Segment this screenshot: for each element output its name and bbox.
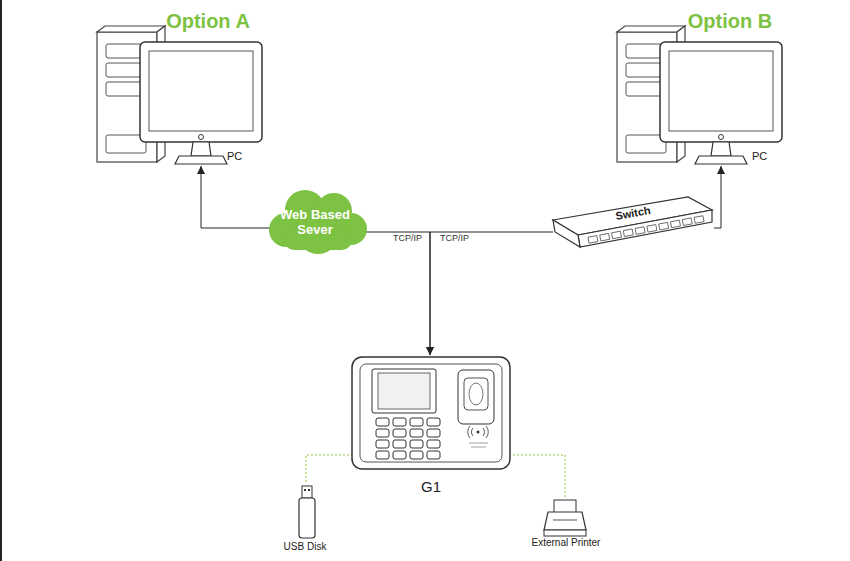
peripheral-link <box>306 455 353 483</box>
device-label: Switch <box>593 200 674 226</box>
device-node: Option B PC <box>610 8 790 166</box>
device-label: USB Disk <box>275 541 335 553</box>
device-label: Web Based Sever <box>273 208 357 238</box>
device-node: External Printer <box>520 498 612 554</box>
device-node: Web Based Sever <box>273 203 357 247</box>
device-node: Switch <box>553 196 714 248</box>
device-label: External Printer <box>520 537 612 549</box>
pc-illustration <box>617 26 782 164</box>
device-label: G1 <box>405 478 457 495</box>
network-connector <box>357 232 430 355</box>
frame-line <box>0 0 2 561</box>
device-node: Option A PC <box>90 8 270 166</box>
protocol-label: TCP/IP <box>386 234 422 244</box>
pc-illustration <box>97 26 262 164</box>
printer-illustration <box>544 500 586 536</box>
switch-illustration <box>553 197 712 247</box>
peripheral-link <box>509 455 565 498</box>
device-label: PC <box>227 150 257 163</box>
device-label: PC <box>752 150 782 163</box>
usb-disk-illustration <box>299 486 315 538</box>
network-connector <box>430 232 553 355</box>
network-connector <box>714 166 721 228</box>
option-heading: Option A <box>158 10 258 33</box>
device-node: G1 <box>350 355 512 500</box>
protocol-label: TCP/IP <box>440 234 476 244</box>
g1-device-illustration <box>352 357 510 469</box>
network-connector <box>201 166 273 228</box>
option-heading: Option B <box>680 10 780 33</box>
cloud-shape <box>269 190 367 254</box>
device-node: USB Disk <box>275 483 335 555</box>
